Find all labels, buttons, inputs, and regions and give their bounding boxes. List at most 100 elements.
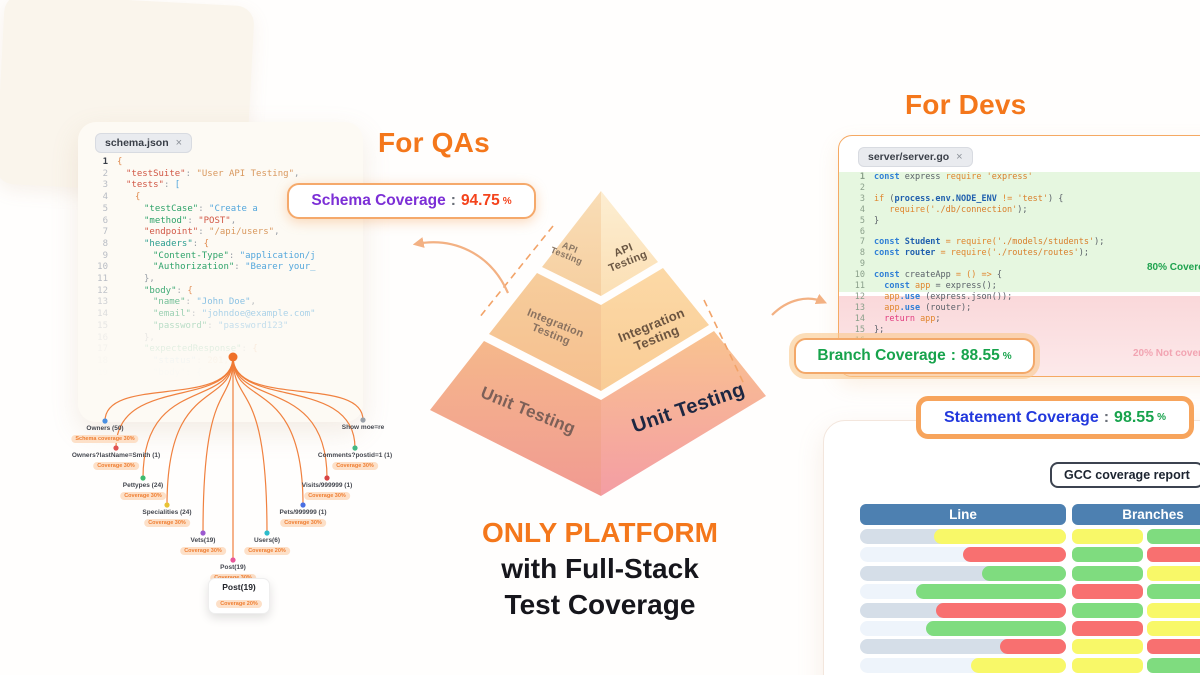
tree-node-coverage-badge: Coverage 30% [120, 492, 166, 500]
tree-node-label: Specialities (24) [142, 509, 192, 516]
tree-node-dot [300, 502, 306, 508]
dev-editor-tab[interactable]: server/server.go × [858, 147, 973, 167]
tree-node-coverage-badge: Coverage 30% [180, 547, 226, 555]
report-row-line-track [860, 547, 1066, 563]
for-qas-heading: For QAs [378, 127, 490, 158]
code-line: 14 return app; [854, 313, 941, 324]
tagline: ONLY PLATFORM with Full-Stack Test Cover… [400, 515, 800, 623]
schema-coverage-badge: Schema Coverage : 94.75 % [287, 183, 536, 219]
branch-coverage-pill [1072, 565, 1143, 581]
tree-node-label: Visits/999999 (1) [301, 482, 353, 489]
tree-node-dot [164, 502, 170, 508]
report-row-line-track [860, 602, 1066, 618]
code-line: 4{ [102, 192, 141, 203]
qa-editor-window: schema.json × 1{2"testSuite": "User API … [78, 122, 363, 422]
tree-node-label: Vets(19) [190, 537, 216, 544]
gcc-coverage-report-button[interactable]: GCC coverage report [1050, 462, 1200, 488]
line-coverage-bar [936, 602, 1066, 618]
code-line: 3"tests": [ [102, 180, 181, 191]
code-line: 2 [859, 182, 865, 193]
tree-node-dot [113, 445, 119, 451]
code-line: 15}; [854, 324, 885, 335]
report-row-line-track [860, 584, 1066, 600]
report-row-line-track [860, 657, 1066, 673]
tree-tooltip-title: Post(19) [222, 582, 256, 592]
line-coverage-bar [934, 529, 1066, 544]
separator: : [1103, 408, 1110, 426]
pyramid-label-unit-right: Unit Testing [629, 378, 748, 438]
tree-node-dot [140, 475, 146, 481]
branch-coverage-pill [1147, 529, 1200, 544]
line-coverage-bar [981, 565, 1066, 581]
code-line: 9"Content-Type": "application/j [102, 250, 316, 261]
not-covered-percent-label: 20% Not covered [1133, 348, 1200, 359]
schema-coverage-label: Schema Coverage [311, 192, 446, 209]
code-line: 13 app.use (router); [854, 302, 972, 313]
statement-coverage-value: 98.55 [1114, 408, 1155, 426]
tree-node-label: Pettypes (24) [122, 482, 164, 489]
statement-coverage-label: Statement Coverage [944, 408, 1099, 426]
line-coverage-bar [925, 621, 1066, 636]
branch-coverage-pill [1147, 565, 1200, 581]
tree-node-coverage-badge: Coverage 30% [332, 462, 378, 470]
tree-node-coverage-badge: Coverage 30% [93, 462, 139, 470]
tree-node-label: Comments?postid=1 (1) [317, 452, 393, 459]
report-row-line-track [860, 565, 1066, 581]
statement-coverage-badge: Statement Coverage : 98.55 % [916, 396, 1194, 439]
coverage-report-card: GCC coverage report Line Branches [823, 420, 1200, 675]
percent-sign: % [1002, 350, 1012, 362]
percent-sign: % [1157, 412, 1166, 423]
code-line: 5} [859, 215, 880, 226]
code-line: 4 require('./db/connection'); [859, 204, 1028, 215]
tagline-line1: ONLY PLATFORM [482, 517, 718, 548]
branch-coverage-pill [1072, 529, 1143, 544]
branch-coverage-label: Branch Coverage [817, 347, 946, 364]
branch-coverage-pill [1147, 584, 1200, 600]
branch-coverage-pill [1072, 602, 1143, 618]
code-line: 12 app.use (express.json()); [854, 291, 1013, 302]
tree-node-label: Owners (50) [86, 425, 124, 432]
branch-coverage-pill [1147, 547, 1200, 563]
qa-editor-tab[interactable]: schema.json × [95, 133, 193, 153]
for-devs-heading: For Devs [905, 89, 1027, 120]
tree-node-coverage-badge: Schema coverage 30% [71, 435, 139, 443]
tree-node-label: Users(6) [253, 537, 281, 544]
branches-column-header: Branches [1072, 504, 1200, 525]
code-line: 11}, [97, 274, 155, 285]
dev-tab-label: server/server.go [868, 151, 950, 163]
report-row-line-track [860, 529, 1066, 544]
branch-coverage-pill [1072, 639, 1143, 655]
close-icon[interactable]: × [175, 137, 183, 149]
branch-coverage-pill [1072, 584, 1143, 600]
code-line: 9 [859, 259, 865, 270]
report-row-line-track [860, 639, 1066, 655]
code-line: 10"Authorization": "Bearer your_ [97, 262, 316, 273]
tree-node-dot [352, 445, 358, 451]
tree-node-label: Post(19) [220, 564, 246, 571]
tree-node-dot [324, 475, 330, 481]
covered-zone [839, 172, 1200, 292]
line-column-header: Line [860, 504, 1066, 525]
code-line: 2"testSuite": "User API Testing", [102, 168, 300, 179]
line-coverage-bar [915, 584, 1066, 600]
branch-coverage-badge: Branch Coverage : 88.55 % [794, 338, 1035, 374]
close-icon[interactable]: × [956, 151, 963, 163]
branch-coverage-pill [1147, 621, 1200, 636]
pyramid-label-integration-left: Integration Testing [525, 306, 586, 348]
tree-tooltip-card: Post(19) Coverage 20% [208, 578, 270, 614]
pyramid-label-unit-left: Unit Testing [477, 382, 579, 439]
line-coverage-bar [971, 657, 1066, 673]
tagline-line2: with Full-Stack [501, 553, 699, 584]
schema-coverage-value: 94.75 [460, 192, 500, 209]
code-line: 6 [859, 226, 865, 237]
branch-coverage-pill [1147, 639, 1200, 655]
tagline-line3: Test Coverage [504, 589, 696, 620]
tree-node-coverage-badge: Coverage 30% [280, 519, 326, 527]
left-dashed-guide [478, 225, 554, 319]
code-line: 5"testCase": "Create a [102, 203, 258, 214]
